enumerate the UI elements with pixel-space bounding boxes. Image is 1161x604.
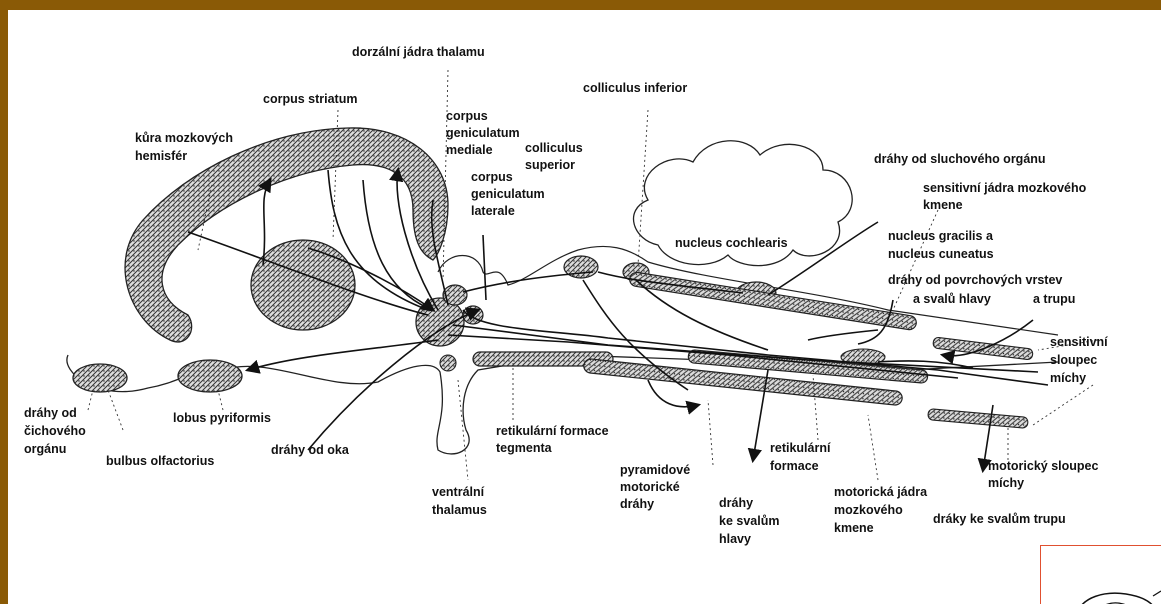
label-sens-sloupec-2: sloupec: [1050, 353, 1097, 367]
label-bulbus-olfactorius: bulbus olfactorius: [106, 454, 214, 468]
label-ventralni-2: thalamus: [432, 503, 487, 517]
label-ret-formace-1: retikulární: [770, 441, 831, 455]
label-cgl-2: geniculatum: [471, 187, 545, 201]
label-ventralni-1: ventrální: [432, 485, 485, 499]
label-cgl-3: laterale: [471, 204, 515, 218]
label-mot-sloupec-2: míchy: [988, 476, 1024, 490]
label-pyramid-3: dráhy: [620, 497, 654, 511]
ventral-thalamus-oval: [440, 355, 456, 371]
label-povrch-3: a trupu: [1033, 292, 1075, 306]
bulbus-olfactorius-oval: [73, 364, 127, 392]
brain-thumbnail-icon: [1041, 546, 1161, 604]
label-pyramid-1: pyramidové: [620, 463, 690, 477]
label-cs-1: colliculus: [525, 141, 583, 155]
label-ret-tegmenta-1: retikulární formace: [496, 424, 609, 438]
label-povrch-2: a svalů hlavy: [913, 292, 991, 306]
label-cgm-2: geniculatum: [446, 126, 520, 140]
label-sens-jadra-1: sensitivní jádra mozkového: [923, 181, 1087, 195]
label-lobus-pyriformis: lobus pyriformis: [173, 411, 271, 425]
label-trup: dráky ke svalům trupu: [933, 512, 1066, 526]
label-ret-tegmenta-2: tegmenta: [496, 441, 553, 455]
sensory-brainstem-bar: [629, 271, 918, 330]
label-cich-3: orgánu: [24, 442, 66, 456]
label-sens-sloupec-1: sensitivní: [1050, 335, 1108, 349]
label-cs-2: superior: [525, 158, 575, 172]
spinal-motor-column: [928, 409, 1029, 429]
label-cgm-3: mediale: [446, 143, 493, 157]
label-hlava-3: hlavy: [719, 532, 751, 546]
label-mot-jadra-2: mozkového: [834, 503, 903, 517]
slide-thumbnail: [1040, 545, 1161, 604]
label-ret-formace-2: formace: [770, 459, 819, 473]
diagram-frame: dorzální jádra thalamu corpus striatum c…: [8, 10, 1161, 604]
label-kura-2: hemisfér: [135, 149, 187, 163]
label-mot-sloupec-1: motorický sloupec: [988, 459, 1098, 473]
label-colliculus-inferior: colliculus inferior: [583, 81, 687, 95]
lobus-pyriformis-oval: [178, 360, 242, 392]
label-povrch-1: dráhy od povrchových vrstev: [888, 273, 1062, 287]
label-mot-jadra-1: motorická jádra: [834, 485, 928, 499]
label-cich-1: dráhy od: [24, 406, 77, 420]
label-kura-1: kůra mozkových: [135, 131, 233, 145]
label-cgm-1: corpus: [446, 109, 488, 123]
label-corpus-striatum: corpus striatum: [263, 92, 357, 106]
label-cgl-1: corpus: [471, 170, 513, 184]
label-dorzalni-jadra: dorzální jádra thalamu: [352, 45, 485, 59]
label-gracilis-1: nucleus gracilis a: [888, 229, 994, 243]
label-sens-sloupec-3: míchy: [1050, 371, 1086, 385]
labels: dorzální jádra thalamu corpus striatum c…: [24, 45, 1108, 546]
label-hlava-1: dráhy: [719, 496, 753, 510]
corpus-striatum-oval: [251, 240, 355, 330]
label-hlava-2: ke svalům: [719, 514, 779, 528]
label-drahy-sluch: dráhy od sluchového orgánu: [874, 152, 1046, 166]
label-pyramid-2: motorické: [620, 480, 680, 494]
label-drahy-oka: dráhy od oka: [271, 443, 350, 457]
brain-pathways-diagram: dorzální jádra thalamu corpus striatum c…: [8, 10, 1161, 604]
label-nucleus-cochlearis: nucleus cochlearis: [675, 236, 788, 250]
label-mot-jadra-3: kmene: [834, 521, 874, 535]
label-gracilis-2: nucleus cuneatus: [888, 247, 994, 261]
label-cich-2: čichového: [24, 424, 86, 438]
label-sens-jadra-2: kmene: [923, 198, 963, 212]
